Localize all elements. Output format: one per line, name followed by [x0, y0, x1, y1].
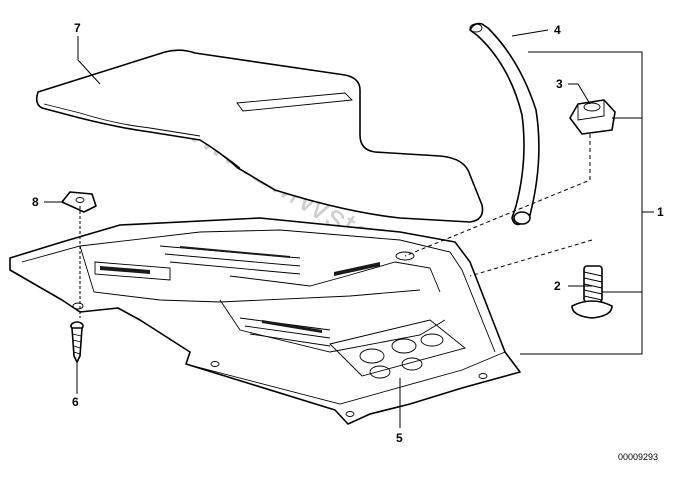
callout-5: 5: [396, 431, 403, 445]
callout-7: 7: [74, 21, 81, 35]
bolt: [571, 265, 613, 319]
base-tray: [9, 217, 521, 425]
callout-3: 3: [556, 77, 563, 91]
clip-nut: [569, 99, 616, 135]
callout-2: 2: [554, 279, 561, 293]
reference-code: 00009293: [618, 452, 658, 462]
cover-panel: [35, 49, 484, 223]
support-strut: [469, 22, 540, 226]
callout-1: 1: [657, 205, 664, 219]
callout-8: 8: [32, 195, 39, 209]
small-clip-nut: [61, 191, 97, 213]
callout-4: 4: [554, 23, 561, 37]
screw: [70, 321, 84, 363]
callout-6: 6: [72, 395, 79, 409]
leader-lines: [44, 29, 654, 428]
